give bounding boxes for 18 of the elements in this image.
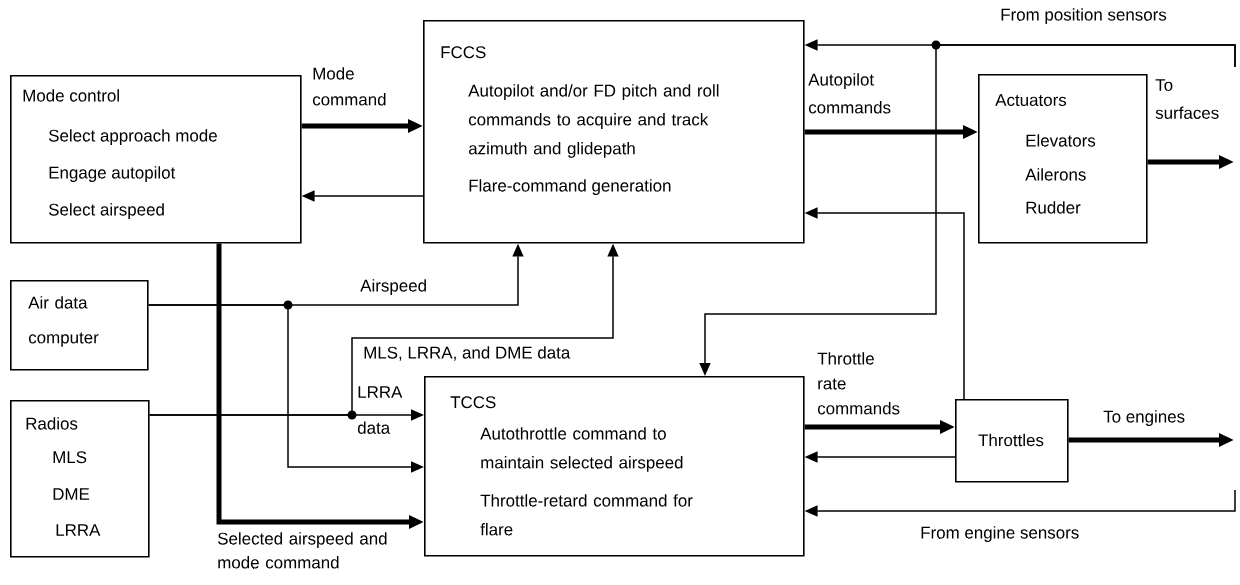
edge-label: Selected airspeed and mode command [217,532,387,569]
edge-label: From position sensors [1001,8,1167,24]
edge-label: Throttle rate commands [817,352,900,415]
edge-label: To engines [1103,410,1185,426]
edge-label: MLS, LRRA, and DME data [364,346,571,361]
block-box: FCCS Autopilot and/or FD pitch and roll commands to acquire and track azimuth and glidepath Flare-command generation [423,20,805,244]
edge-label: Mode command [312,67,386,106]
edge-label: Airspeed [360,279,426,295]
edge-label: LRRA data [357,386,403,434]
block-box: Radios MLS DME LRRA [10,400,150,558]
block-box: Throttles [955,399,1069,483]
edge-label: To surfaces [1155,79,1219,119]
block-box: Actuators Elevators Ailerons Rudder [978,74,1148,244]
block-box: Mode control Select approach mode Engage autopilot Select airspeed [10,75,302,244]
edge-label: From engine sensors [921,526,1079,542]
block-box: Air data computer [10,280,149,371]
edge-label: Autopilot commands [808,73,891,114]
block-box: TCCS Autothrottle command to maintain selected airspeed Throttle-retard command for flare [424,376,805,557]
